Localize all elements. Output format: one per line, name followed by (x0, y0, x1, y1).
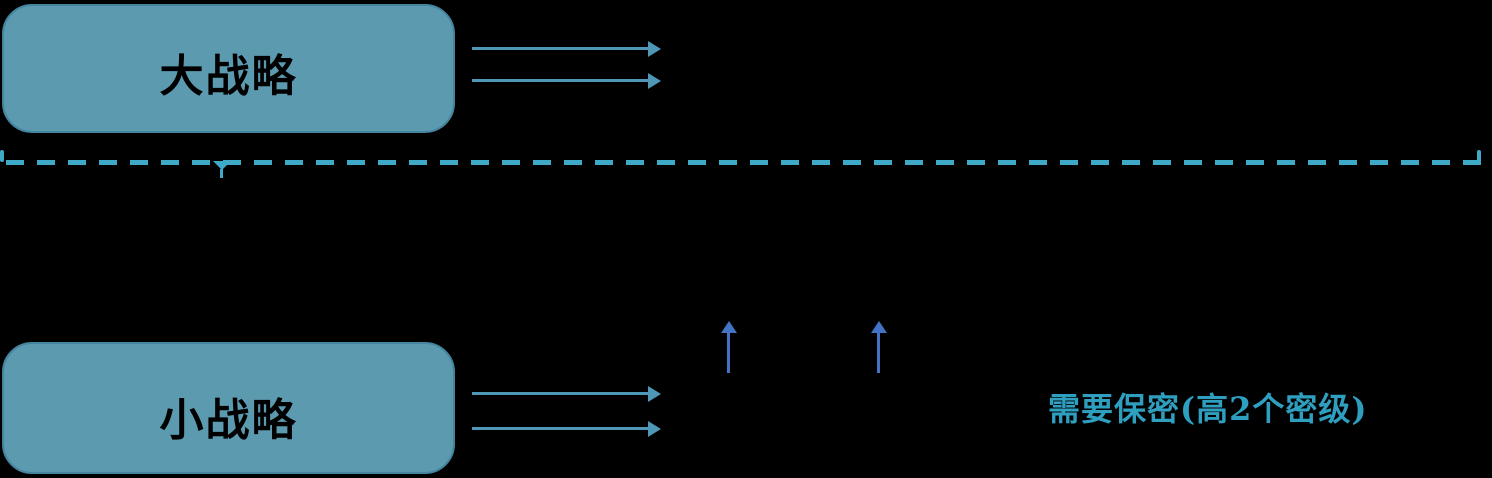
secrecy-note: 需要保密(高2个密级) (1048, 390, 1368, 428)
arrow-shaft (220, 169, 223, 178)
arrow-head (648, 73, 661, 89)
arrow-shaft (472, 47, 649, 50)
arrow-right-icon (472, 386, 661, 402)
arrow-up-icon (871, 321, 887, 373)
arrow-right-icon (472, 421, 661, 437)
small-strategy-label: 小战略 (159, 395, 298, 446)
arrow-right-icon (472, 41, 661, 57)
arrow-head (648, 421, 661, 437)
arrow-head (648, 41, 661, 57)
arrow-head (648, 386, 661, 402)
arrow-down-icon (213, 161, 231, 178)
arrow-head (721, 321, 737, 333)
arrow-shaft (877, 333, 880, 373)
divider-end-tick-left (0, 150, 4, 162)
divider-end-tick-right (1477, 150, 1481, 165)
arrow-up-icon (721, 321, 737, 373)
grand-strategy-box: 大战略 (2, 4, 455, 133)
arrow-head (213, 161, 231, 170)
arrow-shaft (472, 427, 649, 430)
grand-strategy-label: 大战略 (159, 50, 298, 102)
arrow-shaft (472, 79, 649, 82)
dashed-divider-line (6, 160, 1486, 165)
arrow-head (871, 321, 887, 333)
arrow-shaft (727, 333, 730, 373)
arrow-shaft (472, 392, 649, 395)
small-strategy-box: 小战略 (2, 342, 455, 474)
arrow-right-icon (472, 73, 661, 89)
